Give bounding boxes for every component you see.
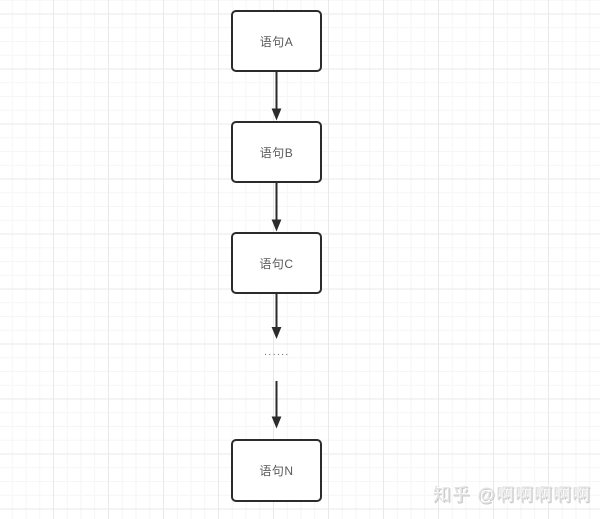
ellipsis-text: ...... bbox=[264, 347, 290, 358]
arrowhead-icon bbox=[271, 108, 282, 121]
arrowhead-icon bbox=[271, 327, 282, 339]
node-label: 语句A bbox=[259, 34, 294, 49]
arrowhead-icon bbox=[271, 219, 282, 232]
node-label: 语句B bbox=[259, 145, 294, 160]
node-label: 语句C bbox=[259, 256, 294, 271]
flow-node-statement-c: 语句C bbox=[231, 232, 322, 294]
node-label: 语句N bbox=[259, 464, 294, 478]
zhihu-watermark: 知乎 @啊啊啊啊啊 bbox=[433, 485, 592, 505]
flow-node-statement-a: 语句A bbox=[231, 10, 322, 72]
flow-node-statement-n: 语句N bbox=[231, 439, 322, 502]
arrowhead-icon bbox=[271, 416, 282, 429]
flow-node-statement-b: 语句B bbox=[231, 121, 322, 183]
